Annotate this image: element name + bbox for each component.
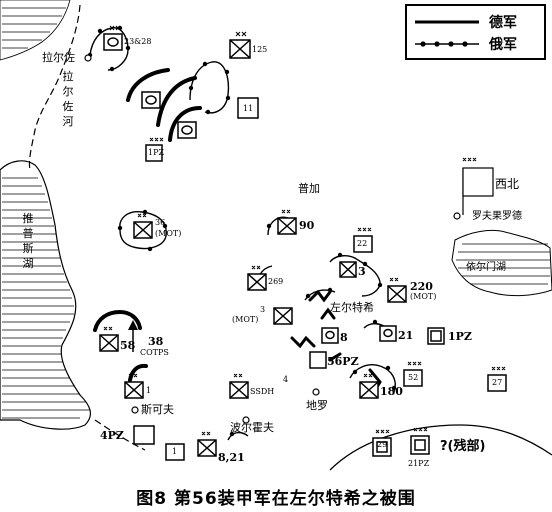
- unit-label-3b-mot: (MOT): [232, 315, 259, 324]
- unit-label-36: 36: [155, 218, 166, 227]
- northwest-front-flag: [462, 167, 494, 215]
- unit-label-remnant: ?(残部): [440, 439, 486, 454]
- unit-label-220: 220: [410, 280, 433, 293]
- german-fronts: [93, 68, 202, 382]
- place-lovat-river: 拉尔佐河: [62, 70, 74, 128]
- unit-label-58: 58: [120, 339, 136, 352]
- unit-label-22: 22: [357, 239, 368, 248]
- unit-label-21: 21: [398, 329, 414, 342]
- figure-caption: 图8 第56装甲军在左尔特希之被围: [136, 489, 416, 509]
- place-dino: 地罗: [306, 399, 328, 412]
- attack-arrow: [128, 320, 138, 352]
- lower-river: [94, 419, 146, 451]
- unit-label-38: 38: [148, 335, 164, 348]
- place-staraya: 斯可夫: [141, 403, 174, 416]
- german-positions-soltsy: [290, 289, 382, 394]
- place-ilmen-lake: 推普斯湖: [22, 212, 34, 270]
- unit-label-23-28: 23&28: [124, 37, 152, 46]
- place-lovat-town: 拉尔佐: [42, 51, 75, 64]
- infantry-units: [99, 39, 407, 457]
- place-seliger: 依尔门湖: [466, 262, 506, 273]
- unit-label-180: 180: [380, 385, 403, 398]
- soviet-front-south: [329, 424, 552, 471]
- legend: 德军 俄军: [405, 4, 546, 60]
- unit-label-3: 3: [358, 265, 366, 278]
- legend-german-label: 德军: [489, 15, 517, 31]
- unit-label-21pz: 21PZ: [408, 459, 430, 468]
- place-porkhov: 波尔霍夫: [230, 421, 274, 434]
- place-demyansk: 罗夫果罗德: [472, 211, 522, 222]
- unit-label-36-mot: (MOT): [155, 229, 182, 238]
- unit-label-125: 125: [252, 45, 268, 54]
- place-dno: 普加: [298, 182, 320, 195]
- unit-label-ssdh: SSDH: [250, 387, 275, 396]
- unit-label-27: 27: [492, 378, 503, 387]
- unit-label-220-mot: (MOT): [410, 292, 437, 301]
- legend-soviet-label: 俄军: [489, 37, 517, 53]
- unit-label-52: 52: [408, 373, 419, 382]
- unit-label-cotps: COTPS: [140, 348, 169, 357]
- unit-label-1b: 1: [172, 447, 178, 456]
- unit-label-1: 1: [146, 386, 152, 395]
- unit-label-29: 29: [377, 440, 388, 449]
- unit-label-269: 269: [268, 277, 284, 286]
- northwest-shore: [0, 0, 71, 61]
- place-soltsy: 左尔特希: [330, 301, 374, 314]
- unit-label-4pz: 4PZ: [100, 429, 124, 442]
- unit-label-4: 4: [283, 375, 289, 384]
- unit-label-90: 90: [299, 219, 315, 232]
- echelon-marks: [103, 25, 506, 436]
- right-lake: [451, 229, 552, 297]
- unit-label-8: 8: [340, 331, 348, 344]
- legend-symbols: [415, 20, 479, 47]
- unit-label-8-21: 8,21: [218, 451, 245, 464]
- unit-label-3b: 3: [260, 305, 266, 314]
- unit-label-56pz: 56PZ: [327, 355, 359, 368]
- armor-units: [103, 33, 397, 344]
- other-units: [133, 97, 507, 461]
- unit-label-1pz-top: 1PZ: [148, 148, 165, 157]
- lovat-river: [28, 4, 81, 171]
- place-northwest-front: 西北: [495, 177, 520, 191]
- unit-label-11: 11: [243, 104, 254, 113]
- unit-label-1pz-right: 1PZ: [448, 330, 472, 343]
- town-markers: [84, 54, 461, 424]
- lake-ilmen: [0, 160, 92, 430]
